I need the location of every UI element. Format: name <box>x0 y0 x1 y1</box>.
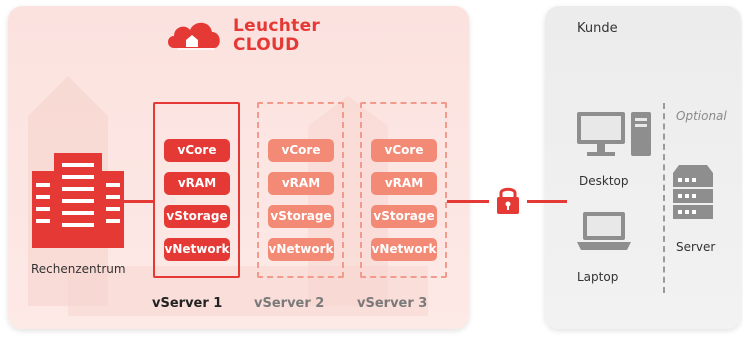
vserver-1-label: vServer 1 <box>152 296 223 311</box>
vcore-chip: vCore <box>371 139 437 162</box>
server-label: Server <box>676 240 716 254</box>
vstorage-chip: vStorage <box>268 205 334 228</box>
desktop-icon <box>577 112 651 156</box>
vserver-3-label: vServer 3 <box>357 296 428 311</box>
vstorage-chip: vStorage <box>164 205 230 228</box>
server-icon <box>673 165 713 219</box>
vnetwork-chip: vNetwork <box>164 238 230 261</box>
lock-icon <box>497 187 519 214</box>
cloud-logo-icon <box>168 22 220 50</box>
connection-line-right <box>527 200 567 203</box>
connection-line-datacenter <box>124 200 154 203</box>
vserver-1-box: vCore vRAM vStorage vNetwork <box>153 102 240 278</box>
datacenter-label: Rechenzentrum <box>31 262 126 276</box>
optional-divider <box>663 103 665 293</box>
desktop-label: Desktop <box>579 174 629 188</box>
vserver-2-box: vCore vRAM vStorage vNetwork <box>257 102 344 278</box>
vram-chip: vRAM <box>371 172 437 195</box>
brand-line1: Leuchter <box>233 16 321 36</box>
brand-line2: CLOUD <box>233 35 300 55</box>
vcore-chip: vCore <box>164 139 230 162</box>
vcore-chip: vCore <box>268 139 334 162</box>
laptop-icon <box>577 212 631 250</box>
vram-chip: vRAM <box>164 172 230 195</box>
connection-line-left <box>447 200 489 203</box>
vserver-3-box: vCore vRAM vStorage vNetwork <box>360 102 447 278</box>
vstorage-chip: vStorage <box>371 205 437 228</box>
datacenter-icon <box>32 153 124 248</box>
vnetwork-chip: vNetwork <box>268 238 334 261</box>
customer-title: Kunde <box>577 21 618 36</box>
vserver-2-label: vServer 2 <box>254 296 325 311</box>
laptop-label: Laptop <box>577 270 619 284</box>
optional-label: Optional <box>676 109 727 123</box>
vnetwork-chip: vNetwork <box>371 238 437 261</box>
vram-chip: vRAM <box>268 172 334 195</box>
